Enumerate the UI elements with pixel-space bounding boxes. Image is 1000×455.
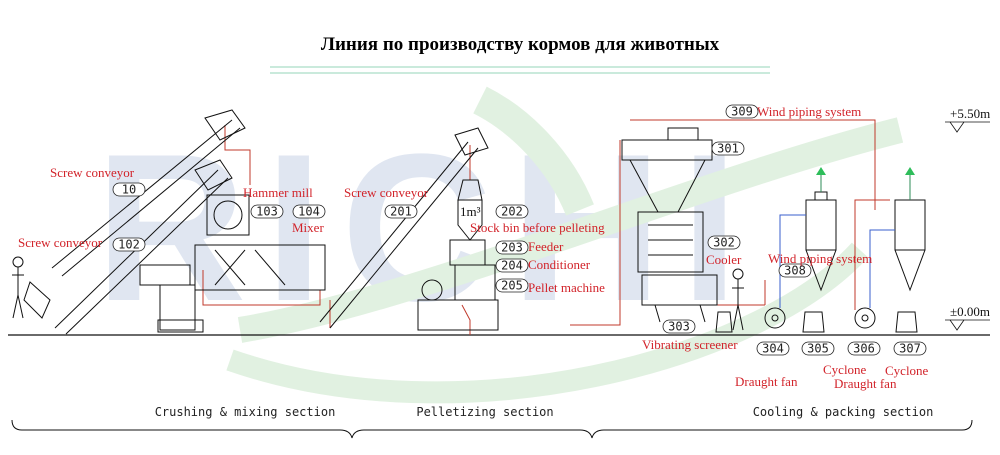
code-303: 303 — [668, 320, 690, 334]
code-301: 301 — [717, 142, 739, 156]
code-10: 10 — [122, 183, 136, 197]
label-bin-volume: 1m³ — [460, 204, 481, 219]
code-bubbles: 10 102 103 104 201 202 203 204 205 301 3… — [112, 105, 927, 356]
label-draught-fan-2: Draught fan — [834, 376, 897, 391]
label-wind-piping-1: Wind piping system — [768, 251, 872, 266]
label-screw-conveyor-1: Screw conveyor — [50, 165, 135, 180]
section-brace: Crushing & mixing section Pelletizing se… — [11, 405, 973, 439]
label-mixer: Mixer — [292, 220, 324, 235]
code-104: 104 — [298, 205, 320, 219]
elevation-ground: ±0.00m — [950, 304, 990, 319]
watermark-logo: RICHI — [95, 86, 904, 404]
label-screw-conveyor-2: Screw conveyor — [18, 235, 103, 250]
label-pellet-machine: Pellet machine — [528, 280, 605, 295]
code-309: 309 — [731, 105, 753, 119]
exhaust-arrow-2 — [905, 167, 915, 175]
label-conditioner: Conditioner — [528, 257, 591, 272]
label-feeder: Feeder — [528, 239, 564, 254]
section-pelletizing: Pelletizing section — [416, 405, 553, 419]
code-202: 202 — [501, 205, 523, 219]
label-hammer-mill: Hammer mill — [243, 185, 313, 200]
svg-text:RICHI: RICHI — [95, 110, 757, 345]
elevation-top: +5.50m — [950, 106, 990, 121]
code-305: 305 — [807, 342, 829, 356]
code-308: 308 — [784, 264, 806, 278]
label-stock-bin: Stock bin before pelleting — [470, 220, 605, 235]
section-cooling-packing: Cooling & packing section — [753, 405, 934, 419]
code-306: 306 — [853, 342, 875, 356]
code-203: 203 — [501, 241, 523, 255]
diagram-title: Линия по производству кормов для животны… — [321, 34, 720, 55]
code-302: 302 — [713, 236, 735, 250]
label-vibrating-screener: Vibrating screener — [642, 337, 738, 352]
elevation-markers: +5.50m ±0.00m — [945, 106, 990, 331]
label-cyclone-2: Cyclone — [885, 363, 929, 378]
code-201: 201 — [390, 205, 412, 219]
code-205: 205 — [501, 279, 523, 293]
code-102: 102 — [118, 238, 140, 252]
equipment-labels: Screw conveyor Screw conveyor Hammer mil… — [18, 104, 929, 391]
code-204: 204 — [501, 259, 523, 273]
label-wind-piping-2: Wind piping system — [757, 104, 861, 119]
exhaust-arrow-1 — [816, 167, 826, 175]
code-307: 307 — [899, 342, 921, 356]
label-cooler: Cooler — [706, 252, 742, 267]
label-draught-fan-1: Draught fan — [735, 374, 798, 389]
label-screw-conveyor-3: Screw conveyor — [344, 185, 429, 200]
code-304: 304 — [762, 342, 784, 356]
code-103: 103 — [256, 205, 278, 219]
label-cyclone-1: Cyclone — [823, 362, 867, 377]
pelletizing-equipment — [319, 127, 499, 331]
section-crushing-mixing: Crushing & mixing section — [155, 405, 336, 419]
